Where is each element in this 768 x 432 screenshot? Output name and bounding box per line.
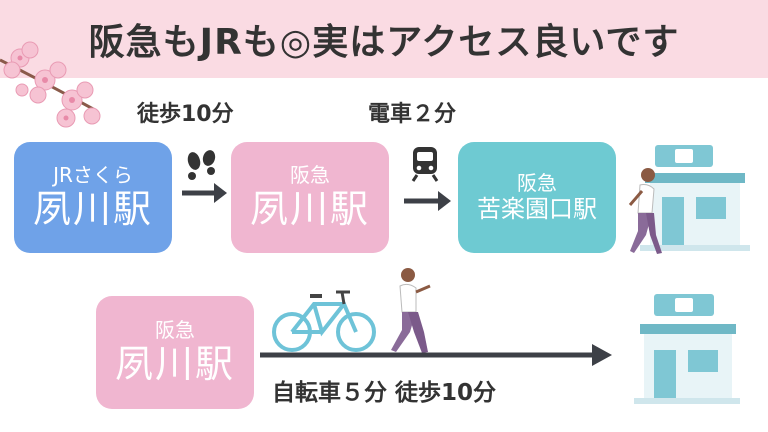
row2-station-name: 夙川駅: [114, 341, 235, 386]
arrow-right-icon: [260, 344, 612, 366]
jr-station-name: 夙川駅: [32, 186, 153, 231]
train-time-label: 電車２分: [368, 102, 457, 127]
row2-line-label: 阪急: [155, 317, 195, 342]
bicycle-icon: [272, 290, 376, 352]
kurakuenguchi-box: 阪急 苦楽園口駅: [458, 142, 616, 253]
title-banner: [0, 0, 768, 78]
clinic-icon: [634, 294, 740, 404]
kurakuen-line-label: 阪急: [517, 171, 557, 196]
arrow-right-icon: [182, 183, 227, 203]
sakura-icon: [0, 41, 101, 128]
hankyu-shukugawa-box-row2: 阪急 夙川駅: [96, 296, 254, 409]
jr-shukugawa-box: JRさくら 夙川駅: [14, 142, 172, 253]
clinic-icon: [640, 145, 750, 251]
arrow-right-icon: [404, 191, 451, 211]
bike-walk-time-label: 自転車５分 徒歩10分: [272, 380, 497, 406]
hankyu-shukugawa-box: 阪急 夙川駅: [231, 142, 389, 253]
walk-time-label: 徒歩10分: [137, 102, 234, 127]
jr-line-label: JRさくら: [53, 162, 133, 187]
hankyu-line-label: 阪急: [290, 162, 330, 187]
page-title: 阪急もJRも◎実はアクセス良いです: [88, 22, 680, 63]
walking-woman-icon: [628, 168, 662, 254]
footsteps-icon: [187, 150, 216, 180]
train-icon: [411, 147, 439, 182]
walking-woman-icon: [391, 268, 431, 353]
kurakuen-station-name: 苦楽園口駅: [477, 195, 597, 224]
hankyu-station-name: 夙川駅: [249, 186, 370, 231]
